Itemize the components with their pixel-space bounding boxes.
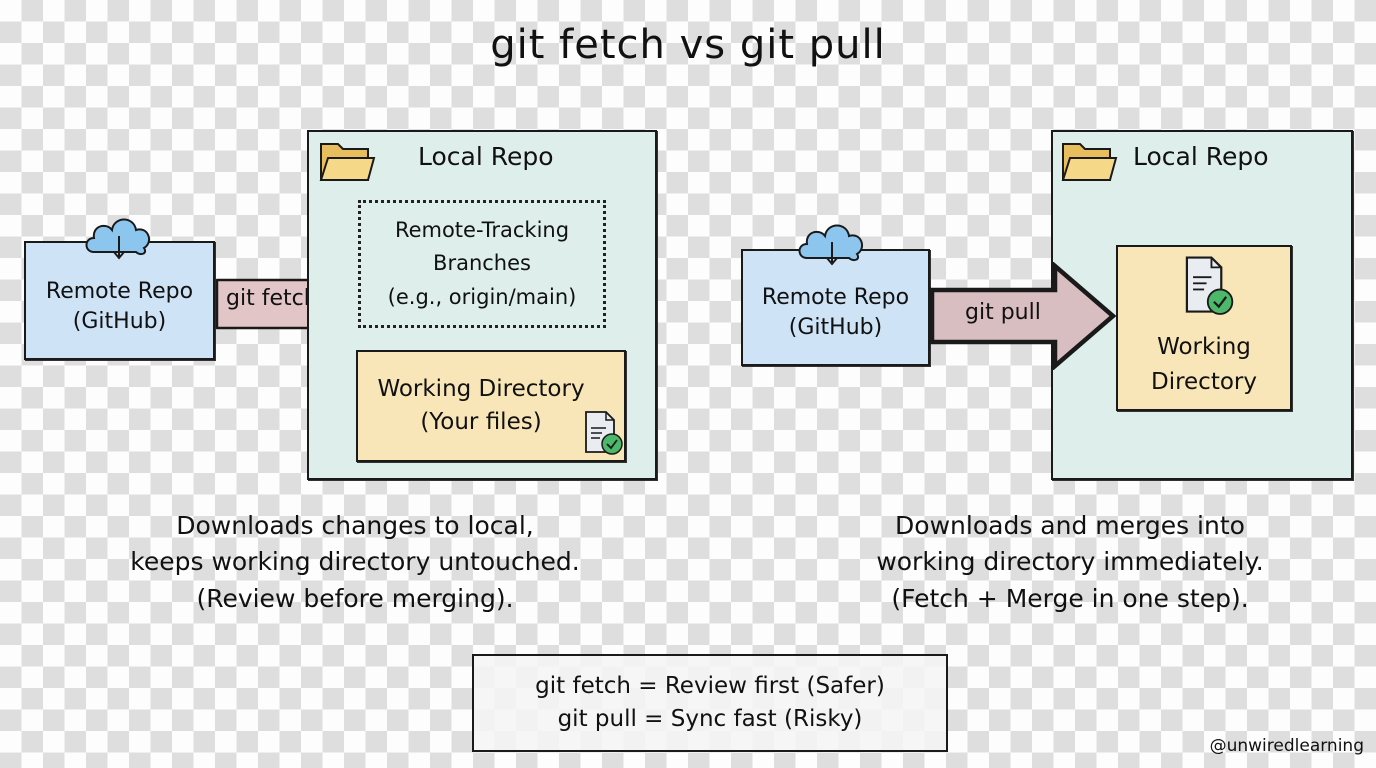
remote-repo-sublabel: (GitHub): [788, 314, 883, 340]
remote-tracking-example: (e.g., origin/main): [387, 284, 577, 309]
summary-fetch-line: git fetch = Review first (Safer): [535, 672, 885, 699]
remote-tracking-branches-box: Remote-Tracking Branches (e.g., origin/m…: [358, 200, 606, 328]
fetch-remote-repo-box: Remote Repo (GitHub): [24, 241, 215, 360]
git-pull-label: git pull: [965, 300, 1041, 325]
author-credit: @unwiredlearning: [1209, 736, 1364, 756]
summary-pull-line: git pull = Sync fast (Risky): [557, 706, 863, 732]
working-directory-label: Working Directory: [377, 375, 585, 402]
fetch-description-line: keeps working directory untouched.: [130, 547, 580, 577]
document-check-icon: [1185, 256, 1234, 315]
folder-icon: [1061, 143, 1118, 181]
pull-description-line: (Fetch + Merge in one step).: [891, 583, 1249, 613]
working-directory-sublabel: Directory: [1150, 368, 1257, 395]
remote-tracking-label: Remote-Tracking: [394, 217, 570, 242]
local-repo-title: Local Repo: [418, 142, 554, 171]
document-check-icon: [585, 411, 623, 455]
fetch-description-line: (Review before merging).: [196, 583, 514, 613]
working-directory-sublabel: (Your files): [420, 409, 542, 435]
git-fetch-label: git fetch: [226, 286, 318, 311]
working-directory-label: Working: [1157, 334, 1251, 360]
diagram-title: git fetch vs git pull: [490, 22, 886, 68]
remote-tracking-label-2: Branches: [433, 251, 531, 276]
remote-repo-label: Remote Repo: [761, 284, 910, 310]
remote-repo-label: Remote Repo: [45, 278, 194, 304]
fetch-working-directory-box: Working Directory (Your files): [356, 350, 626, 462]
cloud-download-icon: [798, 224, 864, 266]
pull-description: Downloads and merges into working direct…: [820, 508, 1320, 617]
summary-box: git fetch = Review first (Safer) git pul…: [472, 654, 948, 752]
pull-description-line: Downloads and merges into: [895, 511, 1245, 540]
git-pull-arrow: [929, 262, 1117, 370]
fetch-description: Downloads changes to local, keeps workin…: [80, 508, 630, 617]
folder-icon: [319, 143, 376, 181]
local-repo-title: Local Repo: [1133, 142, 1269, 171]
pull-description-line: working directory immediately.: [876, 547, 1264, 577]
remote-repo-sublabel: (GitHub): [72, 308, 167, 334]
pull-working-directory-box: Working Directory: [1116, 245, 1292, 411]
cloud-download-icon: [85, 218, 151, 260]
fetch-description-line: Downloads changes to local,: [176, 511, 534, 540]
pull-remote-repo-box: Remote Repo (GitHub): [741, 249, 930, 366]
